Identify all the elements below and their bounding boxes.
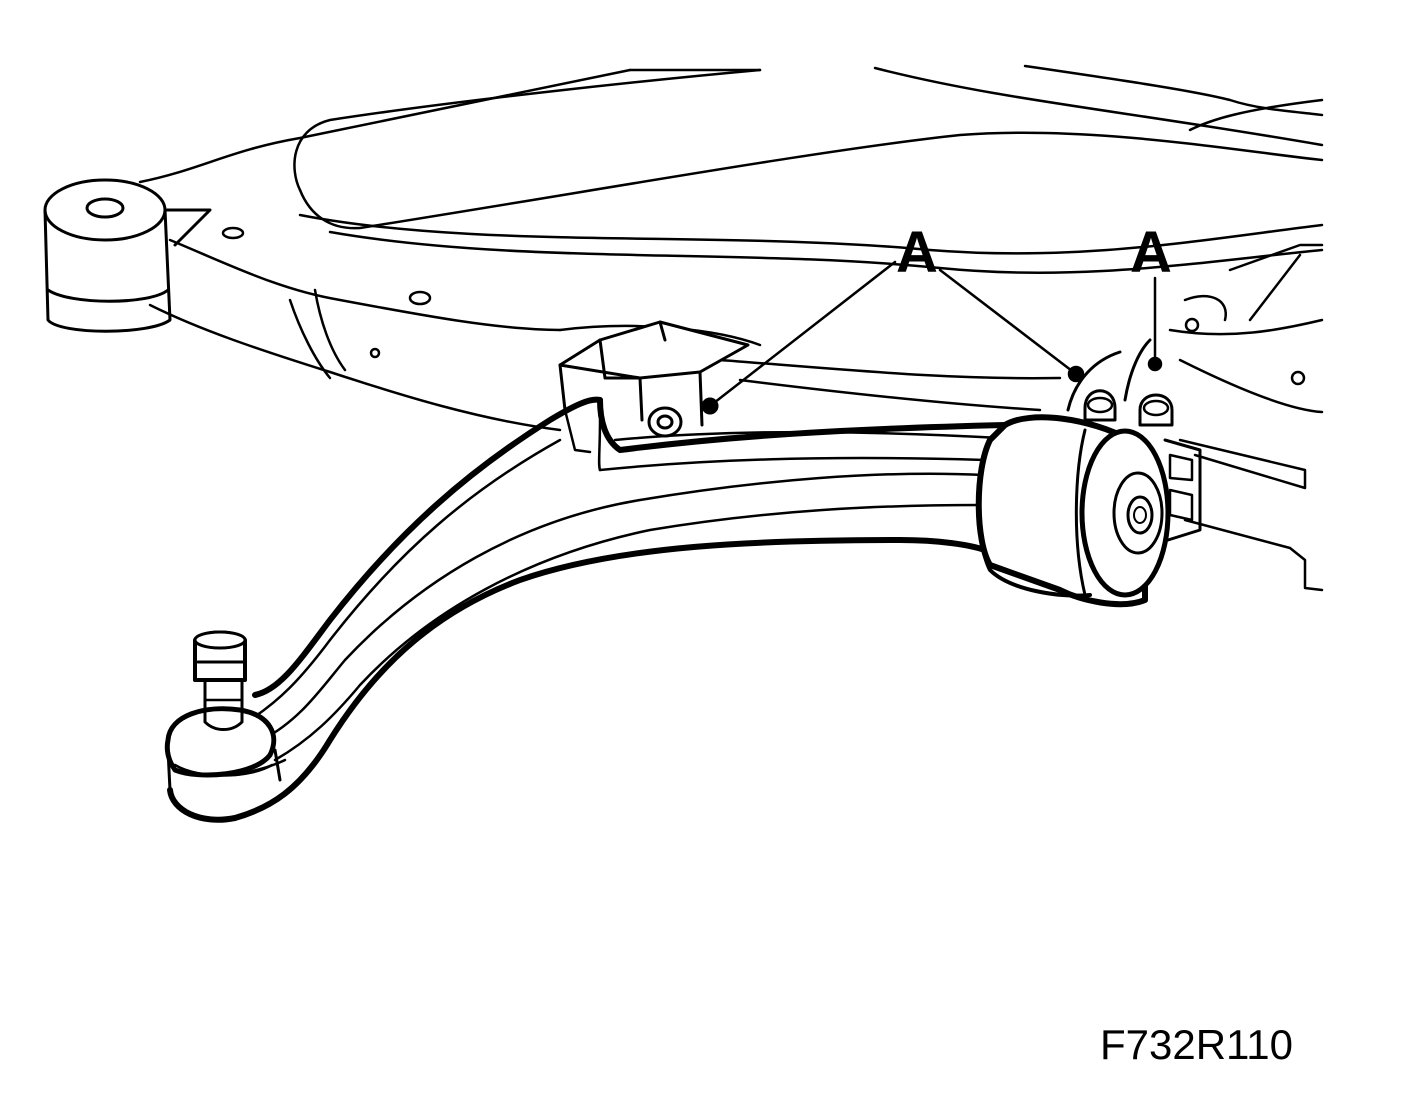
leader-line-1a [708, 260, 897, 408]
callout-label-a: A [1130, 220, 1172, 285]
leader-line-1b [938, 268, 1078, 376]
leader-dot-1b [1067, 365, 1085, 383]
callout-leaders [701, 260, 1163, 415]
lower-control-arm [164, 396, 1008, 823]
figure-code: F732R110 [1100, 1021, 1294, 1068]
rear-bushing [975, 338, 1202, 608]
subframe [138, 64, 1324, 592]
leader-dot-1a [701, 397, 719, 415]
front-mount-bracket [558, 320, 750, 438]
frame-bushing [43, 178, 212, 333]
leader-dot-2 [1147, 356, 1163, 372]
callout-label-a: A [896, 220, 938, 285]
